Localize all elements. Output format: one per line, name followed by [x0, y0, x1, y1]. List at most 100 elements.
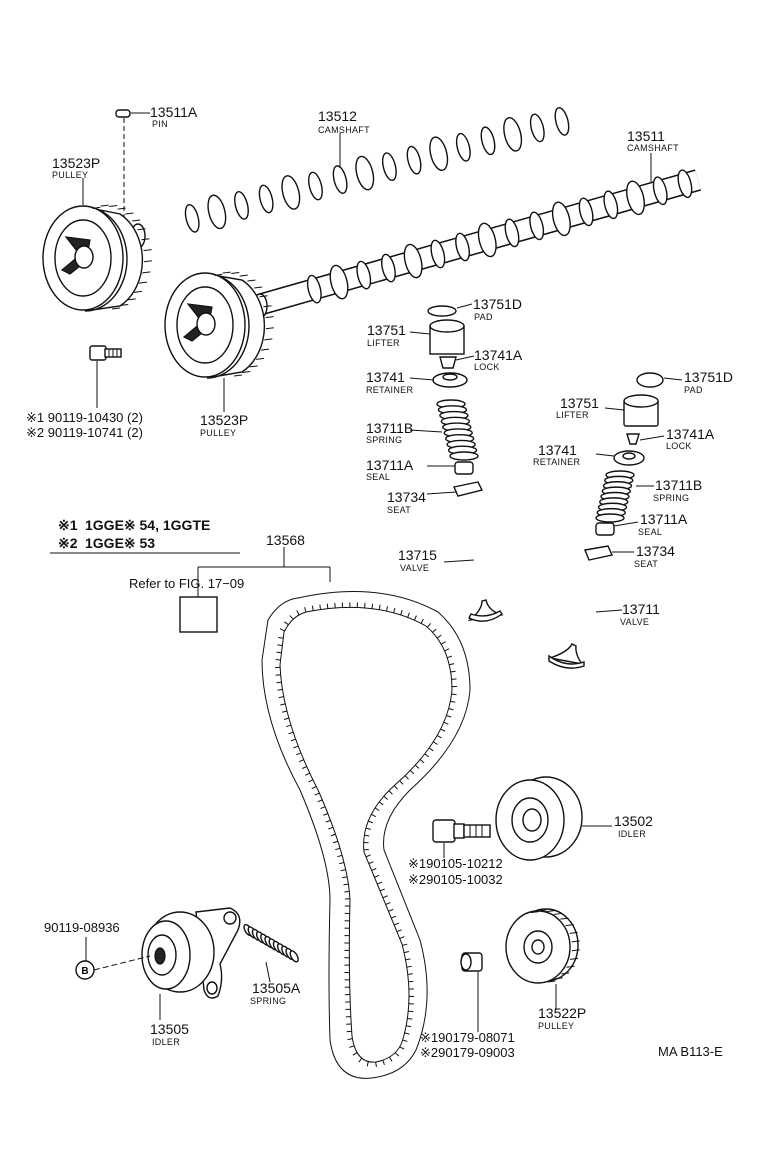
belt-tooth [440, 641, 446, 645]
seat-b-number: 13734 [636, 543, 675, 559]
pulley-upper-tooth [125, 212, 134, 215]
belt-tooth [311, 605, 314, 611]
bolt2-line2: ※290105-10032 [408, 872, 503, 887]
belt-tooth [448, 707, 454, 711]
belt-tooth [296, 752, 302, 756]
belt-tooth [319, 604, 322, 610]
pin-number: 13511A [150, 104, 198, 120]
belt-tooth [446, 715, 452, 718]
belt-tooth [368, 820, 374, 824]
pulley-upper-tooth [138, 281, 148, 284]
pulley-c-number: 13522P [538, 1005, 586, 1021]
belt-tooth [399, 936, 405, 940]
pulley-upper-tooth [109, 204, 118, 207]
belt-tooth [378, 801, 384, 806]
belt-tooth [402, 943, 408, 946]
camshaft-13512-lobe [308, 171, 323, 201]
seat-b-name: SEAT [634, 559, 658, 569]
pad-a-name: PAD [474, 312, 493, 322]
pulley-upper-tooth [120, 304, 129, 307]
pulley-lower-tooth [264, 338, 273, 341]
belt-tooth [339, 861, 345, 865]
timing-belt-13568 [179, 547, 471, 1079]
belt-tooth [328, 826, 334, 830]
lock-a [439, 356, 457, 369]
belt-tooth [393, 922, 399, 926]
retainer-a-name: RETAINER [366, 385, 413, 395]
note2-marker: ※2 [58, 535, 78, 551]
belt-tooth [371, 813, 376, 818]
pulley-13522p-tooth [571, 949, 580, 952]
pulley-lower-tooth [247, 279, 256, 282]
pulley-lower-tooth [255, 357, 265, 360]
pulley-lower-tooth [265, 327, 274, 330]
retainer-b-number: 13741 [538, 442, 577, 458]
camshaft2-number: 13511 [627, 128, 665, 144]
camshaft-13511-lobe [626, 180, 645, 216]
belt-tooth [426, 623, 432, 628]
belt-tooth [276, 681, 282, 684]
pulley-lower-tooth [260, 348, 270, 351]
camshaft-13511-lobe [329, 264, 349, 300]
pulley-upper-tooth [133, 290, 143, 293]
belt-tooth [443, 721, 449, 725]
pad-a-number: 13751D [473, 296, 522, 312]
valve-group-b [547, 372, 683, 669]
belt-tooth [400, 610, 403, 616]
camshaft1-name: CAMSHAFT [318, 125, 370, 135]
spring-b-name: SPRING [653, 493, 689, 503]
pulley-lower-tooth [254, 286, 263, 289]
belt-tooth [305, 772, 310, 776]
belt-tooth [308, 779, 314, 783]
belt-tooth [406, 965, 412, 968]
belt-tooth [393, 607, 396, 613]
pulley-upper-number: 13523P [52, 155, 100, 171]
belt-tooth [388, 908, 394, 912]
bolt3-number: 90119-08936 [44, 920, 120, 935]
pulley-upper-tooth [117, 207, 126, 210]
camshaft-13512-lobe [406, 145, 422, 175]
idler2-number: 13505 [150, 1021, 189, 1037]
belt-tooth [382, 1059, 385, 1066]
pad-b-number: 13751D [684, 369, 733, 385]
seal-a-name: SEAL [366, 472, 390, 482]
pulley-13522p-tooth [546, 910, 555, 913]
seal-b-number: 13711A [640, 511, 688, 527]
lifter-a-number: 13751 [367, 322, 406, 338]
camshaft-13511-lobe [504, 218, 520, 248]
belt-tooth [298, 759, 304, 763]
pulley-upper-tooth [92, 206, 101, 209]
belt-tooth [385, 902, 391, 905]
belt-tooth [278, 696, 284, 699]
pulley-lower-name: PULLEY [200, 428, 236, 438]
belt-tooth [424, 753, 430, 758]
belt-tooth [420, 618, 424, 624]
belt-tooth [330, 833, 336, 837]
belt-tooth [289, 615, 294, 620]
belt-tooth [290, 738, 296, 742]
belt-tooth [450, 700, 456, 703]
camshaft2-name: CAMSHAFT [627, 143, 679, 153]
belt-tooth [343, 883, 349, 886]
pulley-13522p [505, 908, 580, 1010]
pulley-lower-tooth [263, 305, 272, 308]
note1-text: 1GGE※ 54, 1GGTE [85, 517, 210, 533]
camshaft-13511-lobe [677, 169, 693, 199]
pulley-c-name: PULLEY [538, 1021, 574, 1031]
spring-b [595, 470, 635, 523]
belt-tooth [366, 1061, 369, 1067]
seal-a [454, 461, 474, 475]
camshaft-13512-lobe [529, 113, 545, 143]
seat-a-number: 13734 [387, 489, 426, 505]
pulley-lower-number: 13523P [200, 412, 248, 428]
pad-b [636, 372, 664, 388]
seat-a [453, 481, 484, 497]
belt-tooth [365, 827, 371, 830]
note1-marker: ※1 [58, 517, 78, 533]
belt-tooth [404, 775, 409, 780]
belt-tooth [394, 1052, 400, 1057]
belt-tooth [449, 663, 455, 666]
bolt-90119-08936 [75, 937, 151, 980]
bolt1-line1: ※1 90119-10430 (2) [26, 410, 143, 425]
belt-tooth [444, 648, 450, 652]
